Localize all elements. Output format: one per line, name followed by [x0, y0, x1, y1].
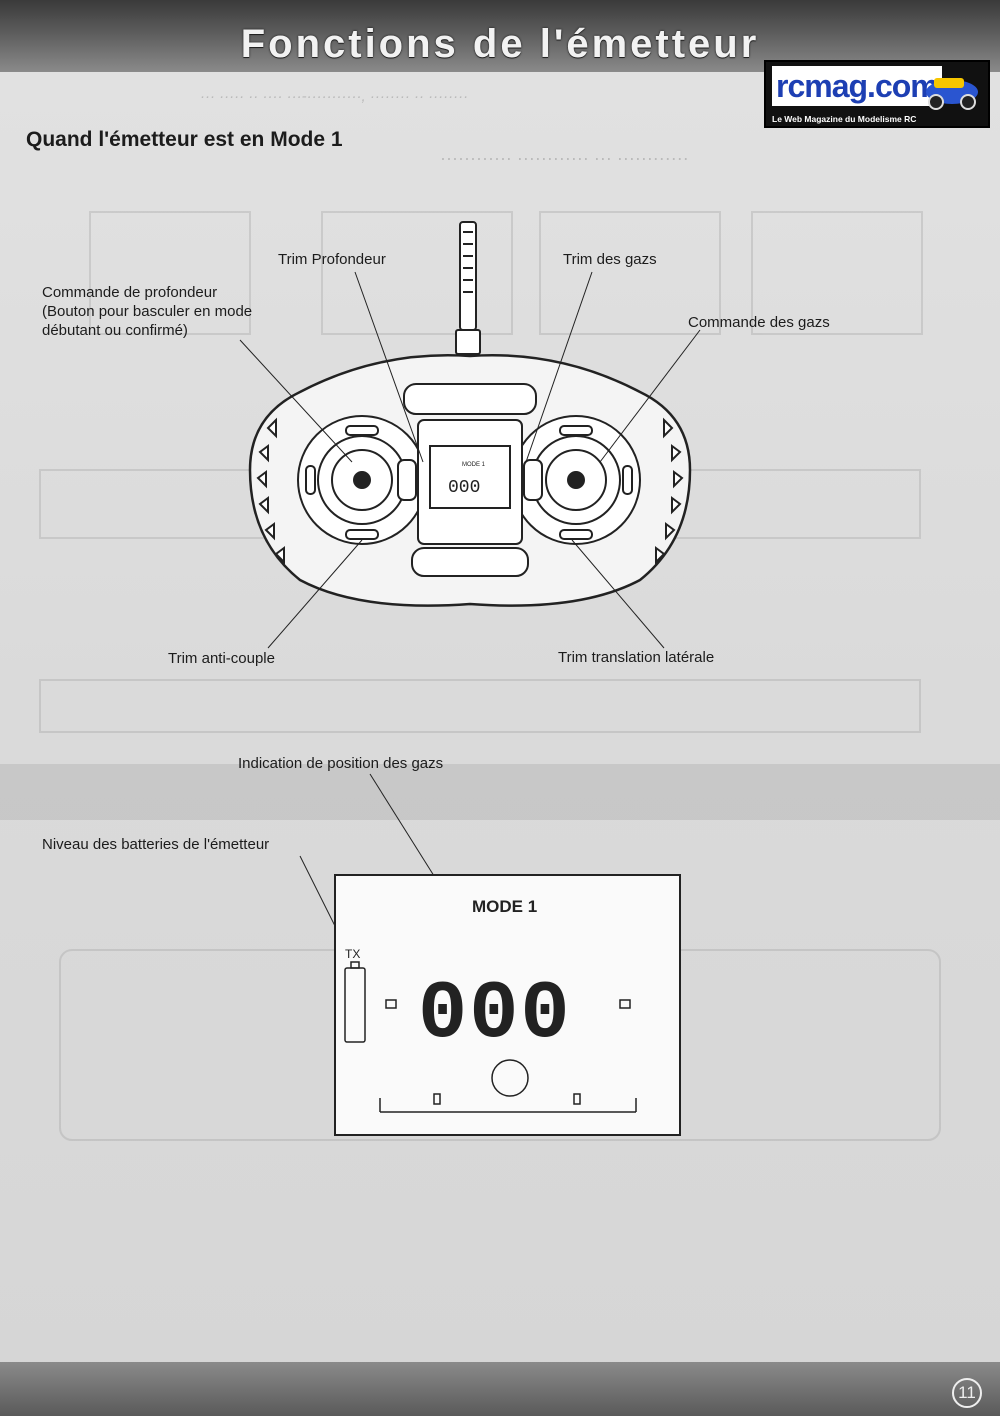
lcd-screen — [334, 874, 681, 1136]
small-lcd-digits: 000 — [448, 478, 480, 498]
footer-band — [0, 1362, 1000, 1416]
right-stick — [511, 415, 641, 545]
lcd-digits: 000 — [418, 968, 572, 1061]
car-icon — [926, 78, 978, 110]
label-throttle-trim: Trim des gazs — [563, 251, 657, 268]
rcmag-logo[interactable]: rcmag.com Le Web Magazine du Modelisme R… — [764, 60, 990, 128]
small-lcd-frame — [397, 419, 543, 545]
small-lcd-mode: MODE 1 — [462, 462, 486, 468]
label-battery-level: Niveau des batteries de l'émetteur — [42, 836, 270, 853]
left-stick — [297, 415, 427, 545]
label-lateral-trim: Trim translation latérale — [558, 649, 715, 666]
label-elevator-trim: Trim Profondeur — [278, 251, 386, 268]
showthrough-text: ············ ············ ··· ··········… — [440, 148, 689, 168]
label-throttle-command: Commande des gazs — [688, 314, 830, 331]
page-title: Fonctions de l'émetteur — [240, 22, 760, 66]
lcd-mode-text: MODE 1 — [472, 897, 537, 916]
logo-text: rcmag.com — [772, 66, 942, 106]
page-number: 11 — [952, 1378, 982, 1408]
label-rudder-trim: Trim anti-couple — [168, 650, 275, 667]
showthrough-text: ··· ····· ·· ···· ···-···········, ·····… — [200, 88, 469, 105]
antenna — [455, 221, 481, 355]
logo-tagline: Le Web Magazine du Modelisme RC — [772, 114, 917, 124]
label-elevator-command: Commande de profondeur (Bouton pour basc… — [42, 284, 253, 339]
section-heading: Quand l'émetteur est en Mode 1 — [26, 128, 343, 151]
tx-label: TX — [345, 947, 360, 961]
label-throttle-position: Indication de position des gazs — [238, 755, 444, 772]
